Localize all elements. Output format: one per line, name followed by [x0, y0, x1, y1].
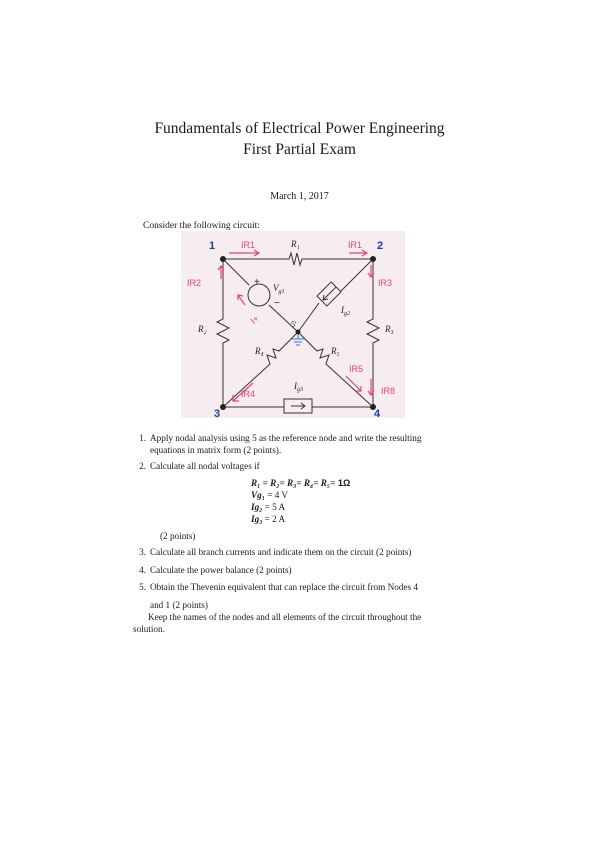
- vg1-plus-sign: +: [254, 277, 260, 288]
- handwritten-ir3: IR3: [378, 278, 392, 288]
- wire-vg1-bottom: [268, 304, 299, 333]
- wire-ig2-top: [340, 258, 374, 292]
- handwritten-ir4: IR4: [241, 389, 255, 399]
- closing-instruction: Keep the names of the nodes and all elem…: [133, 612, 422, 634]
- current-source-ig3-box: [283, 398, 313, 414]
- label-r4: R₄: [254, 346, 264, 356]
- label-node-5: 5': [291, 320, 297, 329]
- resistor-r5: [297, 331, 374, 408]
- equation-vg1: Vg₁ = 4 V: [251, 490, 289, 500]
- resistor-r2: [215, 259, 231, 407]
- arrow-ir4: [232, 382, 254, 402]
- node-1-dot: [220, 256, 226, 262]
- circuit-diagram: R₁ R₂ R₃ R₄ R₅ Vg1 Ig2 Ig3 5' + − 1 2 3 …: [181, 231, 405, 418]
- equation-ig2: Ig₂ = 5 A: [251, 502, 286, 512]
- node-2-label: 2: [377, 240, 383, 252]
- node-3-label: 3: [214, 408, 220, 418]
- node-4-label: 4: [374, 408, 381, 418]
- voltage-source-vg1: [247, 283, 271, 307]
- exam-subtitle: First Partial Exam: [243, 141, 356, 158]
- label-r3: R₃: [384, 324, 394, 334]
- node-4-dot: [370, 404, 376, 410]
- vg1-minus-sign: −: [274, 298, 280, 309]
- wire-ig2-bottom: [297, 302, 320, 333]
- node-5-dot: [295, 329, 301, 335]
- question-2: 2. Calculate all nodal voltages if: [139, 461, 260, 471]
- resistor-r1: [223, 251, 373, 267]
- intro-text: Consider the following circuit:: [143, 221, 260, 231]
- handwritten-ir1-left: IR1: [241, 240, 255, 250]
- question-4: 4. Calculate the power balance (2 points…: [139, 565, 292, 575]
- label-r5: R₅: [330, 346, 340, 356]
- resistor-r4: [222, 331, 299, 408]
- wire-vg1-top: [222, 258, 250, 286]
- exam-title: Fundamentals of Electrical Power Enginee…: [154, 120, 445, 137]
- current-source-ig2-box: [316, 281, 342, 307]
- handwritten-ir5: IR5: [349, 364, 363, 374]
- arrow-i-plus: [237, 294, 246, 306]
- exam-date: March 1, 2017: [270, 191, 329, 202]
- label-r1: R₁: [290, 239, 300, 249]
- resistor-r3: [365, 259, 381, 407]
- label-vg1: Vg1: [273, 283, 285, 295]
- handwritten-ir2: IR2: [187, 278, 201, 288]
- handwritten-ir8: IR8: [381, 386, 395, 396]
- label-ig3: Ig3: [293, 381, 303, 393]
- node-2-dot: [370, 256, 376, 262]
- equation-resistances: R₁ = R₂= R₃= R₄= R₅= 1Ω: [251, 478, 351, 488]
- handwritten-ir1-right: IR1: [348, 240, 362, 250]
- question-3: 3. Calculate all branch currents and ind…: [139, 547, 412, 557]
- label-ig2: Ig2: [340, 305, 350, 317]
- node-1-label: 1: [209, 240, 215, 252]
- equation-ig3: Ig₃ = 2 A: [251, 514, 286, 524]
- node-3-dot: [220, 404, 226, 410]
- question-2-points: (2 points): [160, 531, 196, 541]
- question-1: 1. Apply nodal analysis using 5 as the r…: [139, 433, 422, 455]
- arrow-ir5: [345, 375, 362, 392]
- question-5: 5. Obtain the Thevenin equivalent that c…: [139, 582, 418, 610]
- label-r2: R₂: [197, 324, 207, 334]
